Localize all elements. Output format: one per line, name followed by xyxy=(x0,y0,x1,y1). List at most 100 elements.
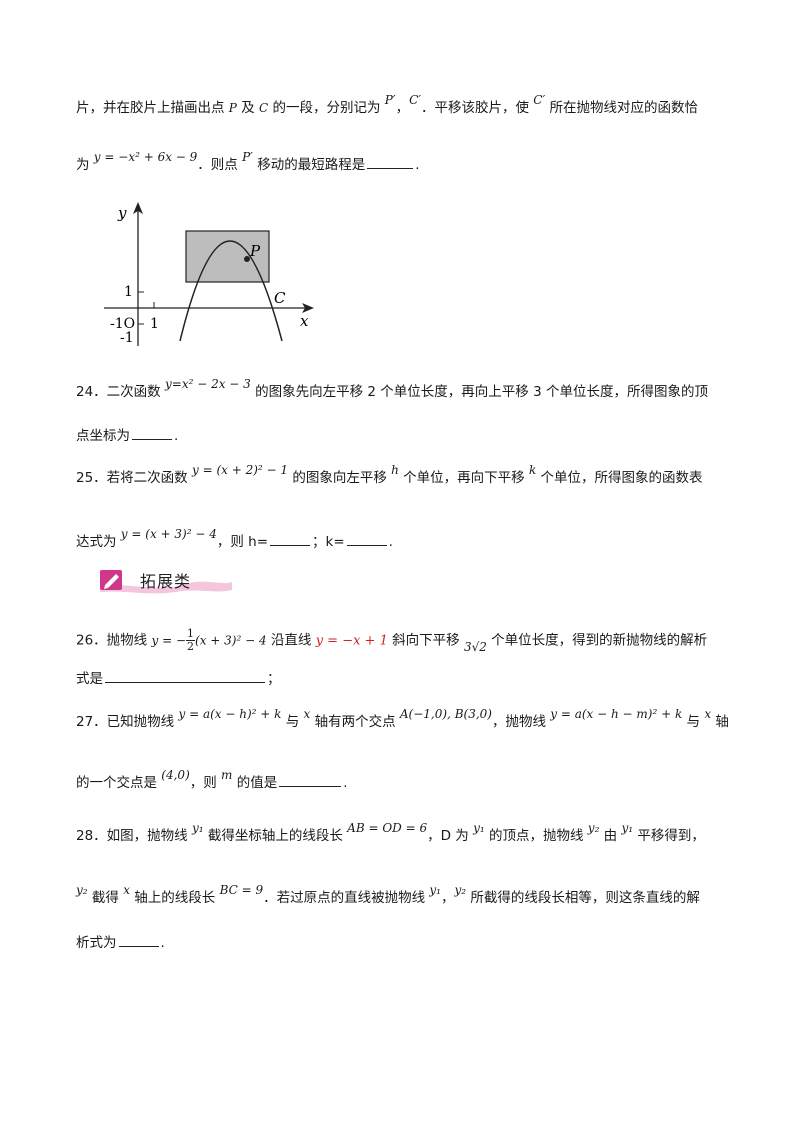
q25-line2: 达式为 y = (x + 3)² − 4，则 h= ；k=. xyxy=(76,527,393,552)
text: . xyxy=(388,534,393,550)
math-y2: y₂ xyxy=(76,883,88,897)
text: 析式为 xyxy=(76,935,117,951)
text: ．则点 xyxy=(197,157,243,173)
c-label: C xyxy=(274,289,286,307)
q25-line1: 25．若将二次函数 y = (x + 2)² − 1 的图象向左平移 h 个单位… xyxy=(76,463,703,488)
red-line-equation: y = −x + 1 xyxy=(315,633,388,649)
math-y1: y₁ xyxy=(191,821,204,835)
answer-blank[interactable] xyxy=(132,425,172,440)
text: 及 xyxy=(236,100,259,116)
text: 27．已知抛物线 xyxy=(76,714,179,730)
text: 与 xyxy=(281,714,304,730)
math-y1: y₁ xyxy=(429,883,441,897)
text: 移动的最短路程是 xyxy=(252,157,366,173)
equation: y = (x + 2)² − 1 xyxy=(191,463,289,477)
section-ribbon xyxy=(100,570,232,594)
text: ， xyxy=(395,100,410,116)
x-axis-label: x xyxy=(300,312,309,330)
text: 轴有两个交点 xyxy=(310,714,400,730)
distance-value: 3√2 xyxy=(463,639,487,654)
p-label: P xyxy=(249,242,261,260)
fraction-numerator: 1 xyxy=(186,627,196,641)
q28-line2: y₂ 截得 x 轴上的线段长 BC = 9．若过原点的直线被抛物线 y₁，y₂ … xyxy=(76,883,700,908)
q24-line2: 点坐标为. xyxy=(76,425,178,446)
answer-blank-k[interactable] xyxy=(346,531,387,546)
section-title: 拓展类 xyxy=(140,572,192,591)
equation: y = a(x − h − m)² + k xyxy=(550,707,683,721)
math-p-prime: P′ xyxy=(384,93,396,107)
q27-line2: 的一个交点是 (4,0)，则 m 的值是. xyxy=(76,768,348,793)
answer-blank-h[interactable] xyxy=(270,531,311,546)
math-h: h xyxy=(391,463,399,477)
q28-line1: 28．如图，抛物线 y₁ 截得坐标轴上的线段长 AB = OD = 6，D 为 … xyxy=(76,821,705,846)
intersection-point: (4,0) xyxy=(161,768,190,782)
text: ， xyxy=(441,890,455,906)
text: 28．如图，抛物线 xyxy=(76,828,192,844)
text: 轴 xyxy=(711,714,729,730)
math-c: C xyxy=(258,101,269,115)
fraction-denominator: 2 xyxy=(187,640,195,653)
math-x: x xyxy=(303,707,311,721)
q26-line2: 式是； xyxy=(76,668,281,689)
q23-line2: 为 y = −x² + 6x − 9．则点 P′ 移动的最短路程是. xyxy=(76,150,420,175)
text: 的图象先向左平移 2 个单位长度，再向上平移 3 个单位长度，所得图象的顶 xyxy=(250,384,708,400)
text: 25．若将二次函数 xyxy=(76,470,192,486)
text: 的值是 xyxy=(232,775,278,791)
answer-blank[interactable] xyxy=(105,668,265,683)
text: 个单位，所得图象的函数表 xyxy=(536,470,703,486)
q24-line1: 24．二次函数 y=x² − 2x − 3 的图象先向左平移 2 个单位长度，再… xyxy=(76,377,708,402)
equation: BC = 9 xyxy=(219,883,264,897)
section-header: 拓展类 xyxy=(96,566,236,594)
tick-label-y1: 1 xyxy=(124,284,133,300)
math-p: P xyxy=(228,101,237,115)
text: ，抛物线 xyxy=(491,714,551,730)
text: 式是 xyxy=(76,671,103,687)
equation: y = (x + 3)² − 4 xyxy=(120,527,217,541)
math-x: x xyxy=(704,707,712,721)
text: 由 xyxy=(599,828,622,844)
point-p xyxy=(244,256,250,262)
text: 26．抛物线 xyxy=(76,632,152,649)
answer-blank[interactable] xyxy=(118,932,159,947)
q27-line1: 27．已知抛物线 y = a(x − h)² + k 与 x 轴有两个交点 A(… xyxy=(76,707,729,732)
answer-blank[interactable] xyxy=(367,154,414,169)
math-y2: y₂ xyxy=(587,821,600,835)
text: 与 xyxy=(682,714,705,730)
math-c-prime: C′ xyxy=(409,93,421,107)
text: . xyxy=(174,428,179,444)
text: 片，并在胶片上描画出点 xyxy=(76,100,229,116)
math-x: x xyxy=(123,883,130,897)
equation: y = − xyxy=(151,633,187,648)
text: ．平移该胶片，使 xyxy=(420,100,534,116)
text: 为 xyxy=(76,157,94,173)
equation: y = a(x − h)² + k xyxy=(178,707,282,721)
text: 的一个交点是 xyxy=(76,775,162,791)
text: ，D 为 xyxy=(427,828,474,844)
math-y2: y₂ xyxy=(454,883,467,897)
text: 截得坐标轴上的线段长 xyxy=(203,828,348,844)
text: 的顶点，抛物线 xyxy=(484,828,588,844)
equation: y = −x² + 6x − 9 xyxy=(93,150,198,164)
origin-label: -1O xyxy=(110,316,135,332)
text: 达式为 xyxy=(76,534,121,550)
text: 个单位长度，得到的新抛物线的解析 xyxy=(486,632,708,649)
text: ；k= xyxy=(312,534,345,550)
q28-line3: 析式为. xyxy=(76,932,165,953)
film-rectangle xyxy=(185,230,270,283)
text: 平移得到， xyxy=(633,828,705,844)
equation: y=x² − 2x − 3 xyxy=(164,377,251,391)
math-k: k xyxy=(528,463,537,477)
text: 截得 xyxy=(87,890,124,906)
answer-blank[interactable] xyxy=(279,772,342,787)
text: 沿直线 xyxy=(266,632,316,649)
x-axis-arrow xyxy=(302,303,314,313)
text: 所截得的线段长相等，则这条直线的解 xyxy=(466,890,700,906)
text: 轴上的线段长 xyxy=(129,890,220,906)
y-axis-arrow xyxy=(133,202,143,214)
equation: (x + 3)² − 4 xyxy=(195,633,267,648)
text: ，则 h= xyxy=(216,534,269,550)
text: 斜向下平移 xyxy=(387,632,464,649)
text: 24．二次函数 xyxy=(76,384,165,400)
